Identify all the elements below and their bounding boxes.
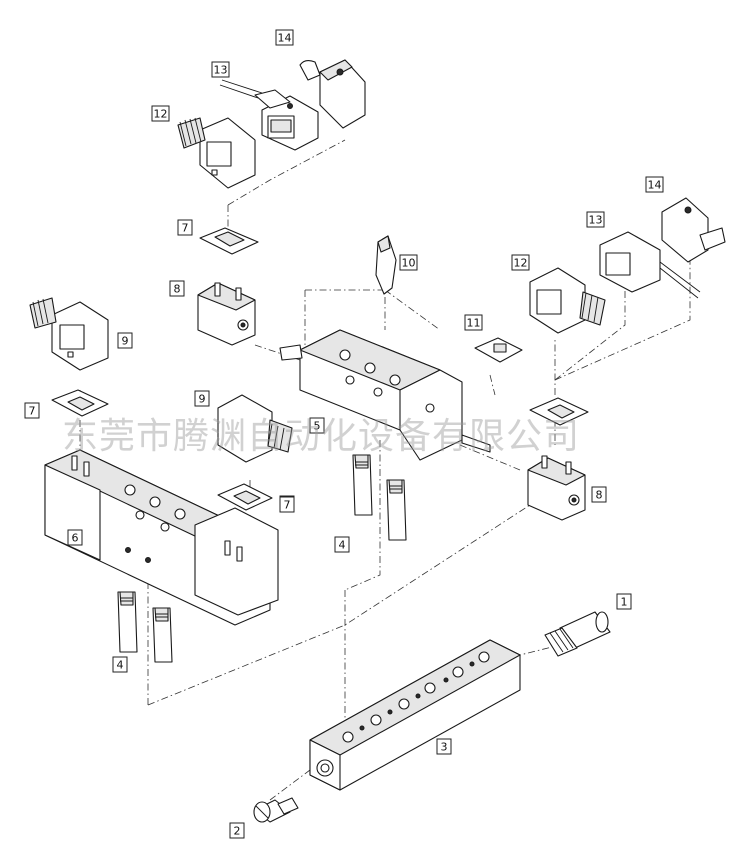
seal-middle bbox=[217, 483, 273, 511]
m12-plug-socket-right bbox=[529, 267, 606, 334]
callout-c7b: 7 bbox=[24, 402, 40, 419]
callout-number: 12 bbox=[154, 108, 168, 121]
callout-number: 6 bbox=[72, 532, 79, 545]
main-valve-body bbox=[279, 329, 491, 461]
callout-c4b: 4 bbox=[112, 656, 128, 673]
callout-box bbox=[194, 390, 210, 407]
callout-c9a: 9 bbox=[117, 332, 133, 349]
callout-box bbox=[275, 29, 294, 46]
callout-box bbox=[112, 656, 128, 673]
solenoid-coil-right bbox=[527, 455, 586, 521]
callout-c2: 2 bbox=[229, 822, 245, 839]
callout-number: 12 bbox=[514, 257, 528, 270]
manual-override-cap bbox=[375, 235, 397, 295]
end-plug-fitting bbox=[253, 797, 299, 823]
callout-box bbox=[229, 822, 245, 839]
callout-box bbox=[464, 314, 483, 331]
callout-number: 3 bbox=[441, 741, 448, 754]
callout-c9b: 9 bbox=[194, 390, 210, 407]
callout-box bbox=[616, 593, 632, 610]
callout-number: 2 bbox=[234, 825, 241, 838]
callout-box bbox=[67, 529, 83, 546]
callout-box bbox=[591, 486, 607, 503]
silencer-pair-left bbox=[117, 591, 173, 663]
callout-c13a: 13 bbox=[211, 61, 230, 78]
callout-number: 7 bbox=[284, 499, 291, 512]
callout-box bbox=[151, 105, 170, 122]
callout-box bbox=[24, 402, 40, 419]
callout-number: 1 bbox=[621, 596, 628, 609]
callout-number: 8 bbox=[174, 283, 181, 296]
threaded-plug-fitting bbox=[544, 611, 611, 657]
cable-socket-top bbox=[219, 79, 319, 151]
seal-right bbox=[529, 397, 589, 426]
silencer-pair-right bbox=[352, 454, 407, 541]
callout-c14b: 14 bbox=[645, 176, 664, 193]
blanking-plate bbox=[474, 337, 523, 363]
callout-number: 9 bbox=[199, 393, 206, 406]
callout-number: 10 bbox=[402, 257, 416, 270]
callout-box bbox=[334, 536, 350, 553]
callout-number: 13 bbox=[214, 64, 228, 77]
callout-c11: 11 bbox=[464, 314, 483, 331]
angled-plug-socket-top bbox=[299, 59, 366, 129]
seal-top-left bbox=[199, 227, 259, 255]
seal-left bbox=[51, 389, 109, 417]
callout-c13b: 13 bbox=[586, 211, 605, 228]
solenoid-coil-top-left bbox=[197, 282, 256, 346]
callout-c4a: 4 bbox=[334, 536, 350, 553]
callout-c8a: 8 bbox=[169, 280, 185, 297]
callout-box bbox=[211, 61, 230, 78]
callout-box bbox=[511, 254, 530, 271]
m12-plug-socket-left bbox=[29, 297, 109, 371]
callout-box bbox=[309, 417, 325, 434]
callout-number: 5 bbox=[314, 420, 321, 433]
m12-plug-socket-middle bbox=[217, 394, 293, 463]
callout-number: 13 bbox=[589, 214, 603, 227]
callout-box bbox=[645, 176, 664, 193]
callout-box bbox=[436, 738, 452, 755]
callout-c3: 3 bbox=[436, 738, 452, 755]
callout-box bbox=[117, 332, 133, 349]
manifold-rail bbox=[309, 639, 521, 791]
callout-box bbox=[279, 496, 295, 513]
callout-c7d: 7 bbox=[279, 496, 295, 513]
callout-c8b: 8 bbox=[591, 486, 607, 503]
callout-labels: 1413127810141312119795786744132 bbox=[24, 29, 664, 839]
callout-number: 4 bbox=[339, 539, 346, 552]
cable-socket-right bbox=[599, 231, 701, 299]
callout-number: 4 bbox=[117, 659, 124, 672]
callout-c12a: 12 bbox=[151, 105, 170, 122]
callout-c5: 5 bbox=[309, 417, 325, 434]
callout-number: 7 bbox=[29, 405, 36, 418]
callout-box bbox=[586, 211, 605, 228]
callout-c6: 6 bbox=[67, 529, 83, 546]
callout-box bbox=[399, 254, 418, 271]
double-solenoid-valve bbox=[44, 449, 279, 626]
m12-plug-socket-top bbox=[177, 117, 256, 189]
callout-number: 14 bbox=[648, 179, 662, 192]
watermark-text: 东莞市腾渊自动化设备有限公司 bbox=[62, 416, 580, 457]
callout-c10: 10 bbox=[399, 254, 418, 271]
callout-c14a: 14 bbox=[275, 29, 294, 46]
angled-plug-socket-right bbox=[661, 197, 726, 263]
callout-box bbox=[177, 219, 193, 236]
callout-number: 9 bbox=[122, 335, 129, 348]
callout-c7a: 7 bbox=[177, 219, 193, 236]
callout-box bbox=[169, 280, 185, 297]
callout-number: 11 bbox=[467, 317, 481, 330]
callout-number: 14 bbox=[278, 32, 292, 45]
callout-number: 8 bbox=[596, 489, 603, 502]
callout-c1: 1 bbox=[616, 593, 632, 610]
callout-number: 7 bbox=[182, 222, 189, 235]
callout-c12b: 12 bbox=[511, 254, 530, 271]
